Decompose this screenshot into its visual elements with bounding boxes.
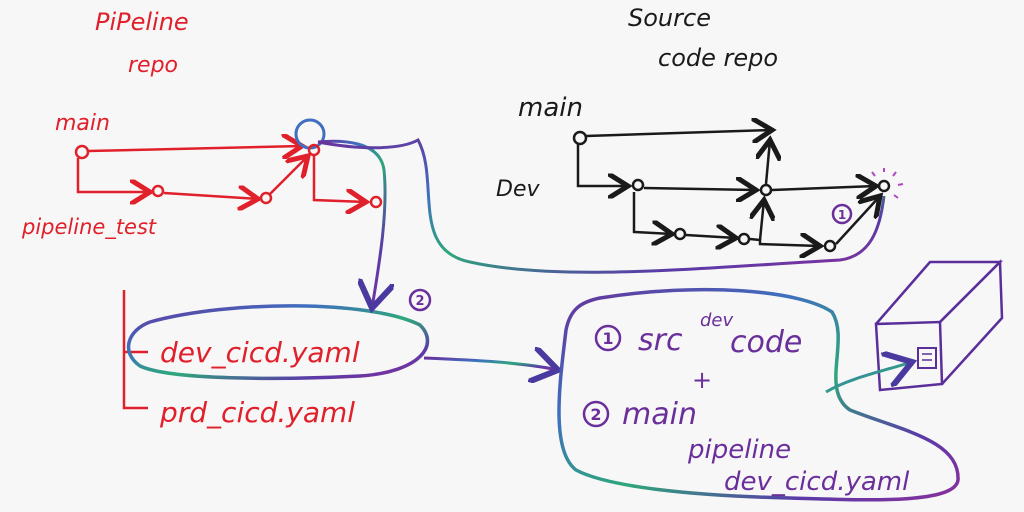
- badge-2-label: 2: [415, 294, 424, 309]
- box-to-server-arrow: [825, 362, 912, 394]
- source-main-commit: [572, 130, 588, 146]
- dev-cicd-to-box: [423, 358, 558, 370]
- source-dev-to-main: [766, 140, 770, 185]
- plus-sign: +: [692, 366, 712, 394]
- pipeline-repo-group: PiPeline repo main pipeline_test dev_cic…: [21, 8, 432, 429]
- source-feature-line: [685, 235, 736, 238]
- pipeline-head-to-dev-cicd: [317, 139, 385, 308]
- item-2-num-circle: [582, 400, 610, 428]
- combined-input-group: 1 src dev code + 2 main pipeline dev_cic…: [557, 287, 960, 502]
- pipeline-main-line: [87, 146, 302, 151]
- source-dev-label: Dev: [496, 177, 540, 202]
- server-box-icon: [874, 259, 1004, 392]
- item-1-text-2: code: [730, 325, 802, 360]
- pipeline-head-to-source-dev: [317, 137, 886, 274]
- item-2-num: 2: [590, 405, 601, 424]
- source-main-label: main: [518, 93, 583, 123]
- source-dev-head-glow: [871, 168, 904, 199]
- combined-box-outline: [557, 287, 960, 502]
- pipeline-test-commit-1: [151, 184, 165, 198]
- dev-cicd-highlight: [126, 304, 430, 381]
- item-1-num: 1: [602, 329, 613, 348]
- item-2-text: main: [622, 397, 697, 432]
- source-feature-commit-3: [823, 239, 837, 253]
- pipeline-repo-title-2: repo: [128, 53, 178, 78]
- item-1-text: src: [638, 323, 683, 358]
- item-2-line-3: dev_cicd.yaml: [724, 467, 910, 497]
- pipeline-fork-commit: [369, 195, 383, 209]
- source-dev-commit-2: [759, 183, 773, 197]
- pipeline-fork: [312, 156, 366, 202]
- source-dev-commit-1: [631, 178, 645, 192]
- source-dev-head-commit: [877, 179, 891, 193]
- source-dev-line: [643, 188, 756, 190]
- source-feature-commit-1: [673, 227, 687, 241]
- source-dev-line-2: [771, 186, 876, 190]
- item-1-num-circle: [594, 324, 622, 352]
- source-main-line: [585, 130, 772, 136]
- source-repo-title-1: Source: [628, 4, 711, 32]
- item-2-line-2: pipeline: [687, 435, 791, 465]
- pipeline-test-branch: [76, 158, 150, 192]
- source-feature-branch: [632, 192, 672, 234]
- badge-1-circle: [831, 203, 853, 225]
- source-repo-group: Source code repo main Dev 1: [496, 4, 904, 253]
- prd-cicd-file: prd_cicd.yaml: [159, 396, 355, 429]
- pipeline-repo-title-1: PiPeline: [95, 8, 189, 36]
- badge-1-label: 1: [838, 208, 846, 222]
- source-feature-line-2: [749, 239, 820, 246]
- badge-2-circle: [408, 288, 432, 312]
- dev-cicd-file: dev_cicd.yaml: [160, 336, 360, 369]
- source-repo-title-2: code repo: [658, 44, 778, 72]
- pipeline-file-bracket: [122, 290, 148, 410]
- pipeline-test-commit-2: [259, 191, 273, 205]
- source-feature-to-dev: [760, 200, 764, 241]
- pipeline-merge-line: [269, 156, 308, 195]
- item-1-super: dev: [700, 310, 734, 331]
- pipeline-main-commit: [74, 144, 90, 160]
- source-dev-branch: [576, 144, 628, 186]
- source-feature-to-dev-head: [835, 196, 880, 245]
- pipeline-test-line: [163, 193, 258, 199]
- pipeline-main-head-commit: [307, 143, 321, 157]
- pipeline-test-label: pipeline_test: [21, 215, 157, 240]
- pipeline-main-label: main: [55, 111, 110, 136]
- source-feature-commit-2: [737, 232, 751, 246]
